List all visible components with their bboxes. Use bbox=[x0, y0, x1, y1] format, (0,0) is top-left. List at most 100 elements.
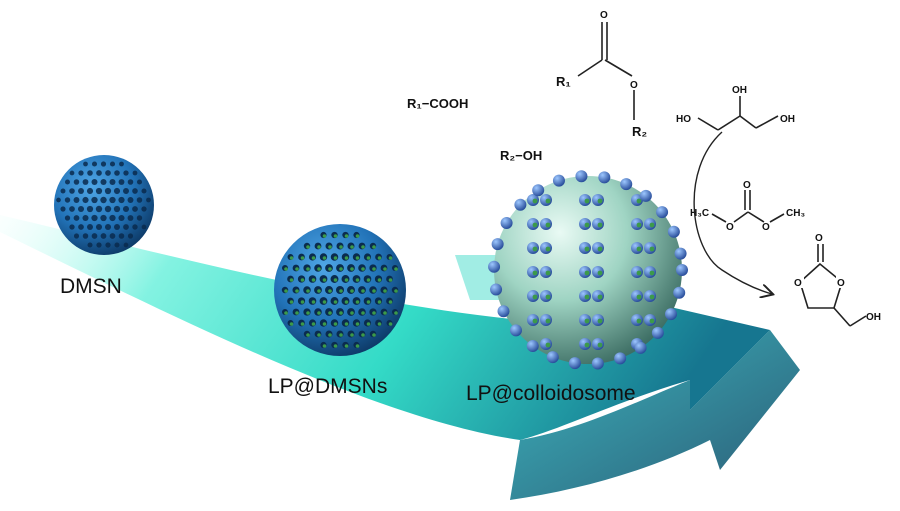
nanoparticle-bead bbox=[568, 357, 581, 370]
enzyme-dot bbox=[366, 322, 371, 326]
dmc-structure: O O O H₃C CH₃ bbox=[690, 180, 805, 233]
enzyme-dot bbox=[597, 270, 603, 276]
enzyme-dot bbox=[545, 318, 551, 324]
pore bbox=[136, 215, 143, 221]
dmc-h3c: H₃C bbox=[690, 208, 709, 219]
nanoparticle-bead bbox=[620, 178, 633, 191]
nanoparticle-bead bbox=[673, 286, 686, 299]
pore bbox=[118, 179, 125, 185]
pore bbox=[82, 233, 89, 239]
pore bbox=[69, 206, 75, 212]
pore bbox=[132, 224, 138, 230]
enzyme-dot bbox=[584, 246, 590, 252]
dmsn-sphere bbox=[54, 155, 154, 255]
dmc-o-top: O bbox=[743, 180, 751, 191]
pore bbox=[87, 224, 93, 230]
pore bbox=[78, 188, 84, 194]
enzyme-dot bbox=[350, 289, 354, 293]
pore bbox=[78, 170, 84, 176]
nanoparticle-bead bbox=[491, 238, 504, 251]
enzyme-dot bbox=[339, 311, 343, 315]
label-dmsn: DMSN bbox=[60, 275, 122, 298]
enzyme-dot bbox=[317, 333, 321, 337]
nanoparticle-bead bbox=[591, 357, 604, 370]
enzyme-dot bbox=[355, 322, 360, 326]
pore bbox=[132, 188, 138, 194]
lp-dmsns-sphere bbox=[274, 224, 406, 356]
enzyme-dot bbox=[350, 245, 354, 249]
pore bbox=[56, 197, 61, 203]
enzyme-dot bbox=[339, 289, 343, 293]
enzyme-dot bbox=[636, 318, 642, 324]
nanoparticle-bead bbox=[575, 170, 588, 183]
pore bbox=[73, 233, 80, 239]
enzyme-dot bbox=[597, 318, 603, 324]
gc-o-left: O bbox=[794, 278, 802, 289]
enzyme-dot bbox=[545, 342, 551, 348]
pore bbox=[64, 215, 71, 221]
pore bbox=[82, 196, 89, 204]
pore bbox=[91, 214, 98, 222]
pore bbox=[87, 242, 93, 248]
enzyme-dot bbox=[584, 294, 590, 300]
enzyme-dot bbox=[377, 322, 382, 326]
pore bbox=[119, 161, 124, 167]
pore bbox=[100, 233, 107, 239]
dmc-o-right: O bbox=[762, 222, 770, 233]
nanoparticle-bead bbox=[546, 351, 559, 364]
pore bbox=[78, 224, 84, 230]
pore bbox=[105, 242, 111, 248]
enzyme-dot bbox=[388, 256, 393, 260]
pore bbox=[100, 161, 107, 167]
enzyme-dot bbox=[361, 245, 365, 249]
pore bbox=[114, 170, 120, 176]
pore bbox=[118, 233, 125, 239]
pore bbox=[100, 214, 107, 222]
enzyme-dot bbox=[532, 270, 538, 276]
pore bbox=[114, 242, 120, 248]
enzyme-dot bbox=[377, 278, 382, 282]
enzyme-dot bbox=[383, 289, 387, 293]
pore bbox=[69, 188, 75, 194]
pore bbox=[146, 197, 151, 203]
enzyme-dot bbox=[636, 222, 642, 228]
pore bbox=[132, 170, 138, 176]
enzyme-dot bbox=[328, 267, 332, 271]
label-lp-colloidosome: LP@colloidosome bbox=[466, 382, 636, 405]
acid-formula: R₁−COOH bbox=[407, 96, 468, 111]
enzyme-dot bbox=[388, 300, 393, 304]
pore bbox=[83, 161, 88, 167]
enzyme-dot bbox=[372, 245, 376, 249]
nanoparticle-bead bbox=[634, 341, 647, 354]
enzyme-dot bbox=[383, 311, 387, 315]
enzyme-dot bbox=[284, 267, 288, 271]
pore bbox=[82, 214, 89, 222]
enzyme-dot bbox=[339, 245, 343, 249]
pore bbox=[96, 242, 102, 248]
enzyme-dot bbox=[311, 278, 316, 282]
nanoparticle-bead bbox=[598, 171, 611, 184]
enzyme-dot bbox=[584, 318, 590, 324]
enzyme-dot bbox=[306, 289, 310, 293]
pore bbox=[127, 197, 134, 203]
pore bbox=[64, 197, 71, 203]
enzyme-dot bbox=[306, 267, 310, 271]
pore bbox=[96, 170, 102, 176]
pore bbox=[122, 205, 130, 213]
enzyme-dot bbox=[339, 333, 343, 337]
enzyme-dot bbox=[584, 222, 590, 228]
pore bbox=[109, 196, 116, 204]
enzyme-dot bbox=[584, 270, 590, 276]
enzyme-dot bbox=[311, 322, 316, 326]
enzyme-dot bbox=[300, 322, 305, 326]
pore bbox=[141, 188, 147, 194]
dmc-o-left: O bbox=[726, 222, 734, 233]
enzyme-dot bbox=[383, 267, 387, 271]
nanoparticle-bead bbox=[651, 326, 664, 339]
enzyme-dot bbox=[355, 300, 360, 304]
pore bbox=[86, 187, 94, 195]
nanoparticle-bead bbox=[526, 340, 539, 353]
enzyme-dot bbox=[300, 256, 305, 260]
enzyme-dot bbox=[372, 267, 376, 271]
